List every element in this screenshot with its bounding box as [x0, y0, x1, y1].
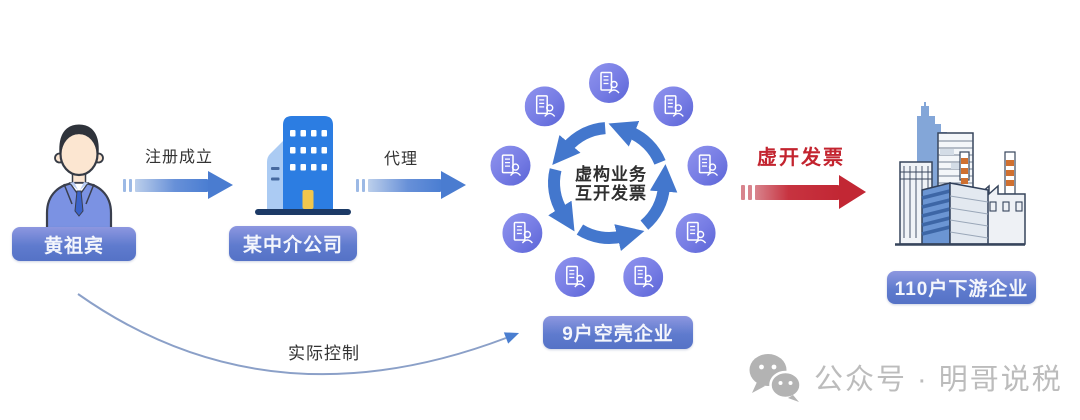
cycle-text-line1: 虚构业务 — [575, 165, 647, 184]
cycle-arrows-icon — [548, 121, 678, 251]
arrow-tail-dash — [748, 184, 752, 200]
watermark-text: 公众号 · 明哥说税 — [814, 364, 1063, 396]
issue-invoices-arrow-label: 虚开发票 — [757, 147, 845, 169]
shell-companies-label-text: 9户空壳企业 — [562, 324, 674, 345]
businessman-icon — [45, 124, 113, 232]
city-factory-icon — [895, 102, 1026, 246]
shell-companies-label: 9户空壳企业 — [543, 316, 693, 349]
wechat-icon — [749, 354, 802, 402]
arrow-bar — [368, 178, 441, 192]
shell-company-icon — [524, 86, 565, 127]
office-building-icon — [255, 116, 351, 215]
issue-invoices-arrow — [741, 175, 866, 209]
register-arrow — [123, 171, 233, 199]
shell-company-icon — [653, 86, 694, 127]
shell-company-icon — [687, 145, 728, 186]
arrow-tail-dash — [129, 178, 132, 192]
agency-arrow — [356, 171, 466, 199]
arrow-bar — [755, 184, 839, 200]
arrow-head-icon — [208, 171, 233, 199]
shell-company-icon — [675, 213, 716, 253]
cycle-text-line2: 互开发票 — [575, 184, 647, 203]
arrow-tail-dash — [741, 184, 745, 200]
cycle-center-text: 虚构业务 互开发票 — [559, 165, 663, 203]
arrow-tail-dash — [123, 178, 126, 192]
register-arrow-label: 注册成立 — [144, 149, 213, 166]
agency-arrow-label: 代理 — [383, 151, 418, 168]
arrow-bar — [135, 178, 208, 192]
shell-company-icon — [623, 257, 664, 297]
shell-company-icon — [502, 213, 543, 253]
watermark: 公众号 · 明哥说税 — [748, 352, 1063, 402]
arrow-head-icon — [839, 175, 866, 209]
shell-company-icon — [589, 63, 629, 103]
actor-label: 黄祖宾 — [12, 227, 136, 261]
shell-company-icon — [490, 145, 531, 186]
shell-company-icon — [554, 257, 595, 297]
arrow-tail-dash — [356, 178, 359, 192]
arrow-tail-dash — [362, 178, 365, 192]
downstream-label: 110户下游企业 — [887, 271, 1036, 304]
actual-control-label: 实际控制 — [288, 344, 360, 363]
actual-control-arrow — [77, 293, 520, 376]
intermediary-label-text: 某中介公司 — [242, 235, 343, 256]
downstream-label-text: 110户下游企业 — [894, 279, 1029, 300]
intermediary-label: 某中介公司 — [229, 226, 357, 261]
arrow-head-icon — [441, 171, 466, 199]
actor-label-text: 黄祖宾 — [43, 235, 104, 257]
